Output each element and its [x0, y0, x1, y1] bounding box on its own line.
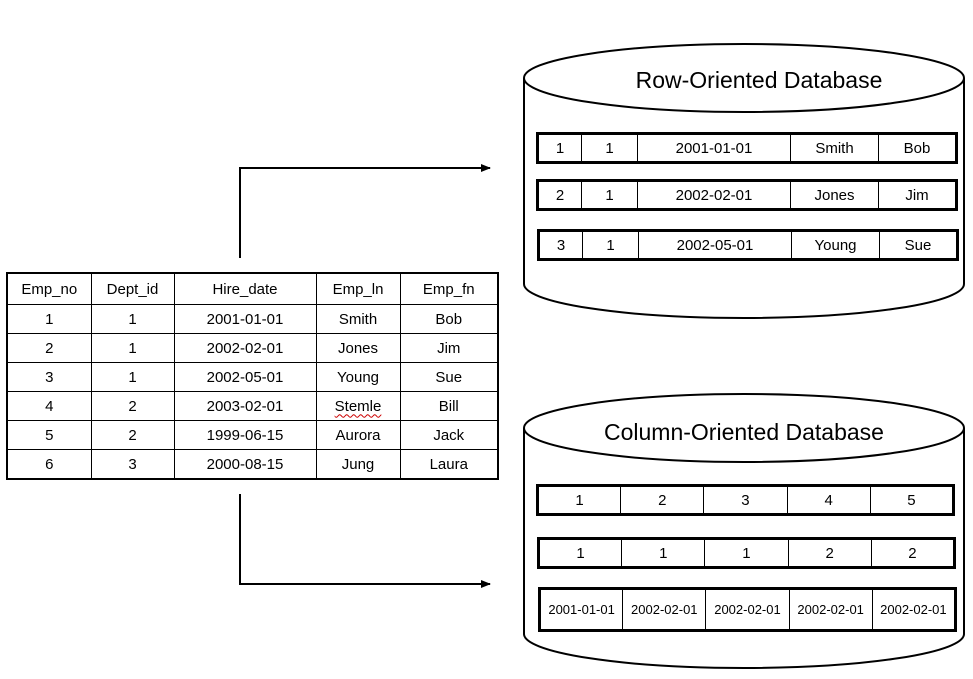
- header-emp-no: Emp_no: [6, 272, 92, 305]
- column-cell: 2002-02-01: [788, 588, 873, 631]
- table-cell: Aurora: [315, 420, 401, 450]
- record-cell: 1: [581, 180, 638, 210]
- column-cell: 4: [786, 485, 871, 515]
- arrow-to-column-db: [239, 494, 491, 588]
- employee-table-header-row: Emp_no Dept_id Hire_date Emp_ln Emp_fn: [6, 272, 499, 305]
- table-cell: 2: [90, 420, 175, 450]
- table-cell: 5: [6, 420, 92, 450]
- record-cell: Bob: [878, 133, 957, 163]
- table-cell: 2: [6, 333, 92, 363]
- column-cell: 2: [620, 485, 705, 515]
- column-cell: 2002-02-01: [705, 588, 790, 631]
- table-cell: 6: [6, 449, 92, 480]
- table-cell: Young: [315, 362, 401, 392]
- record-cell: 1: [582, 230, 639, 260]
- record-cell: 2002-05-01: [638, 230, 792, 260]
- column-cell: 2: [787, 538, 872, 568]
- column-cell: 5: [869, 485, 955, 515]
- table-cell: 2000-08-15: [173, 449, 317, 480]
- header-dept-id: Dept_id: [90, 272, 175, 305]
- record-cell: 2: [537, 180, 582, 210]
- table-row: 3 1 2002-05-01 Young Sue: [6, 362, 499, 392]
- table-cell: 1: [90, 333, 175, 363]
- row-record-strip: 2 1 2002-02-01 Jones Jim: [536, 179, 958, 211]
- table-row: 1 1 2001-01-01 Smith Bob: [6, 304, 499, 334]
- header-hire-date: Hire_date: [173, 272, 317, 305]
- column-cell: 1: [536, 485, 622, 515]
- record-cell: Jones: [790, 180, 879, 210]
- table-cell: 3: [6, 362, 92, 392]
- column-cell: 1: [537, 538, 623, 568]
- table-cell: 2002-02-01: [173, 333, 317, 363]
- table-cell: Laura: [399, 449, 499, 480]
- employee-table: Emp_no Dept_id Hire_date Emp_ln Emp_fn 1…: [6, 272, 499, 480]
- record-cell: 1: [537, 133, 582, 163]
- table-cell: 2001-01-01: [173, 304, 317, 334]
- spellcheck-underlined-text: Stemle: [334, 397, 382, 415]
- table-cell: Smith: [315, 304, 401, 334]
- record-cell: Smith: [790, 133, 879, 163]
- table-cell: 1999-06-15: [173, 420, 317, 450]
- table-row: 4 2 2003-02-01 Stemle Bill: [6, 391, 499, 421]
- column-cell: 2002-02-01: [871, 588, 957, 631]
- table-cell: Bill: [399, 391, 499, 421]
- row-record-strip: 1 1 2001-01-01 Smith Bob: [536, 132, 958, 164]
- table-row: 2 1 2002-02-01 Jones Jim: [6, 333, 499, 363]
- table-cell: Stemle: [315, 391, 401, 421]
- table-cell: Jack: [399, 420, 499, 450]
- record-cell: Young: [791, 230, 880, 260]
- table-cell: 1: [6, 304, 92, 334]
- arrow-to-row-db: [239, 164, 491, 258]
- table-cell: Jim: [399, 333, 499, 363]
- column-db-title: Column-Oriented Database: [604, 419, 884, 445]
- table-cell: Jung: [315, 449, 401, 480]
- record-cell: Sue: [879, 230, 958, 260]
- table-cell: 3: [90, 449, 175, 480]
- table-cell: 2: [90, 391, 175, 421]
- record-cell: 2002-02-01: [637, 180, 791, 210]
- row-record-strip: 3 1 2002-05-01 Young Sue: [537, 229, 959, 261]
- header-emp-ln: Emp_ln: [315, 272, 401, 305]
- table-cell: 1: [90, 362, 175, 392]
- column-cell: 2: [870, 538, 956, 568]
- column-cell: 1: [621, 538, 706, 568]
- table-cell: 2002-05-01: [173, 362, 317, 392]
- record-cell: 2001-01-01: [637, 133, 791, 163]
- row-db-title: Row-Oriented Database: [636, 67, 883, 93]
- column-values-strip: 1 2 3 4 5: [536, 484, 955, 516]
- column-cell: 2001-01-01: [538, 588, 624, 631]
- column-cell: 2002-02-01: [622, 588, 707, 631]
- table-cell: Bob: [399, 304, 499, 334]
- record-cell: Jim: [878, 180, 957, 210]
- table-row: 6 3 2000-08-15 Jung Laura: [6, 449, 499, 480]
- table-row: 5 2 1999-06-15 Aurora Jack: [6, 420, 499, 450]
- table-cell: 4: [6, 391, 92, 421]
- column-values-strip: 1 1 1 2 2: [537, 537, 956, 569]
- table-cell: Jones: [315, 333, 401, 363]
- header-emp-fn: Emp_fn: [399, 272, 499, 305]
- column-cell: 3: [703, 485, 788, 515]
- record-cell: 3: [538, 230, 583, 260]
- column-values-strip: 2001-01-01 2002-02-01 2002-02-01 2002-02…: [538, 587, 957, 632]
- table-cell: 2003-02-01: [173, 391, 317, 421]
- table-cell: Sue: [399, 362, 499, 392]
- record-cell: 1: [581, 133, 638, 163]
- column-cell: 1: [704, 538, 789, 568]
- table-cell: 1: [90, 304, 175, 334]
